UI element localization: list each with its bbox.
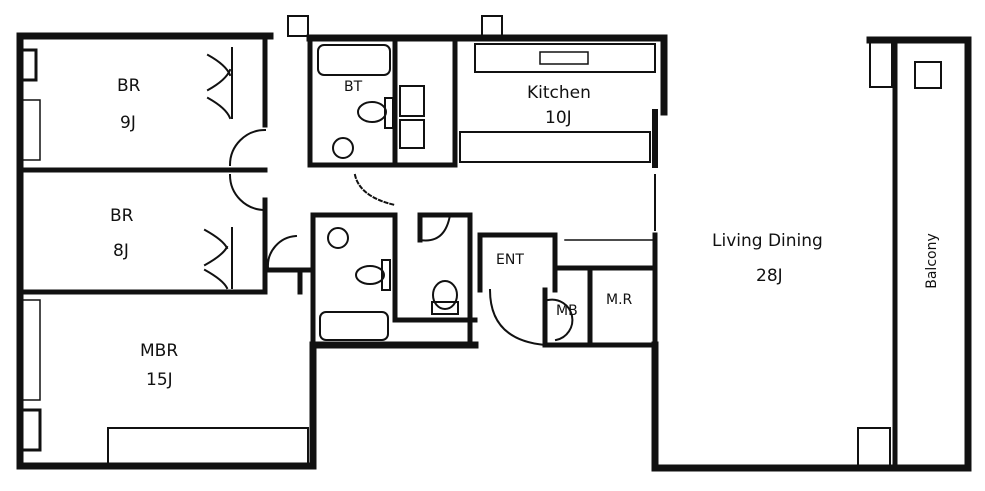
room-label-mb: MB (556, 303, 578, 319)
room-size-mbr: 15J (146, 370, 173, 390)
room-size-br1: 9J (120, 113, 136, 133)
room-label-mbr: MBR (140, 341, 179, 361)
room-label-br2: BR (110, 206, 134, 226)
inner-walls (16, 33, 942, 471)
room-label-balcony: Balcony (924, 233, 940, 289)
outer-walls (16, 32, 972, 472)
fixtures (203, 15, 574, 347)
room-size-br2: 8J (113, 241, 129, 261)
room-size-kitchen: 10J (545, 108, 572, 128)
room-size-living: 28J (756, 266, 783, 286)
room-label-living: Living Dining (712, 231, 823, 251)
room-label-kitchen: Kitchen (527, 83, 591, 103)
room-label-entrance: ENT (496, 252, 524, 268)
room-label-mr: M.R (606, 292, 633, 308)
room-label-br1: BR (117, 76, 141, 96)
room-label-bath: BT (344, 79, 363, 95)
